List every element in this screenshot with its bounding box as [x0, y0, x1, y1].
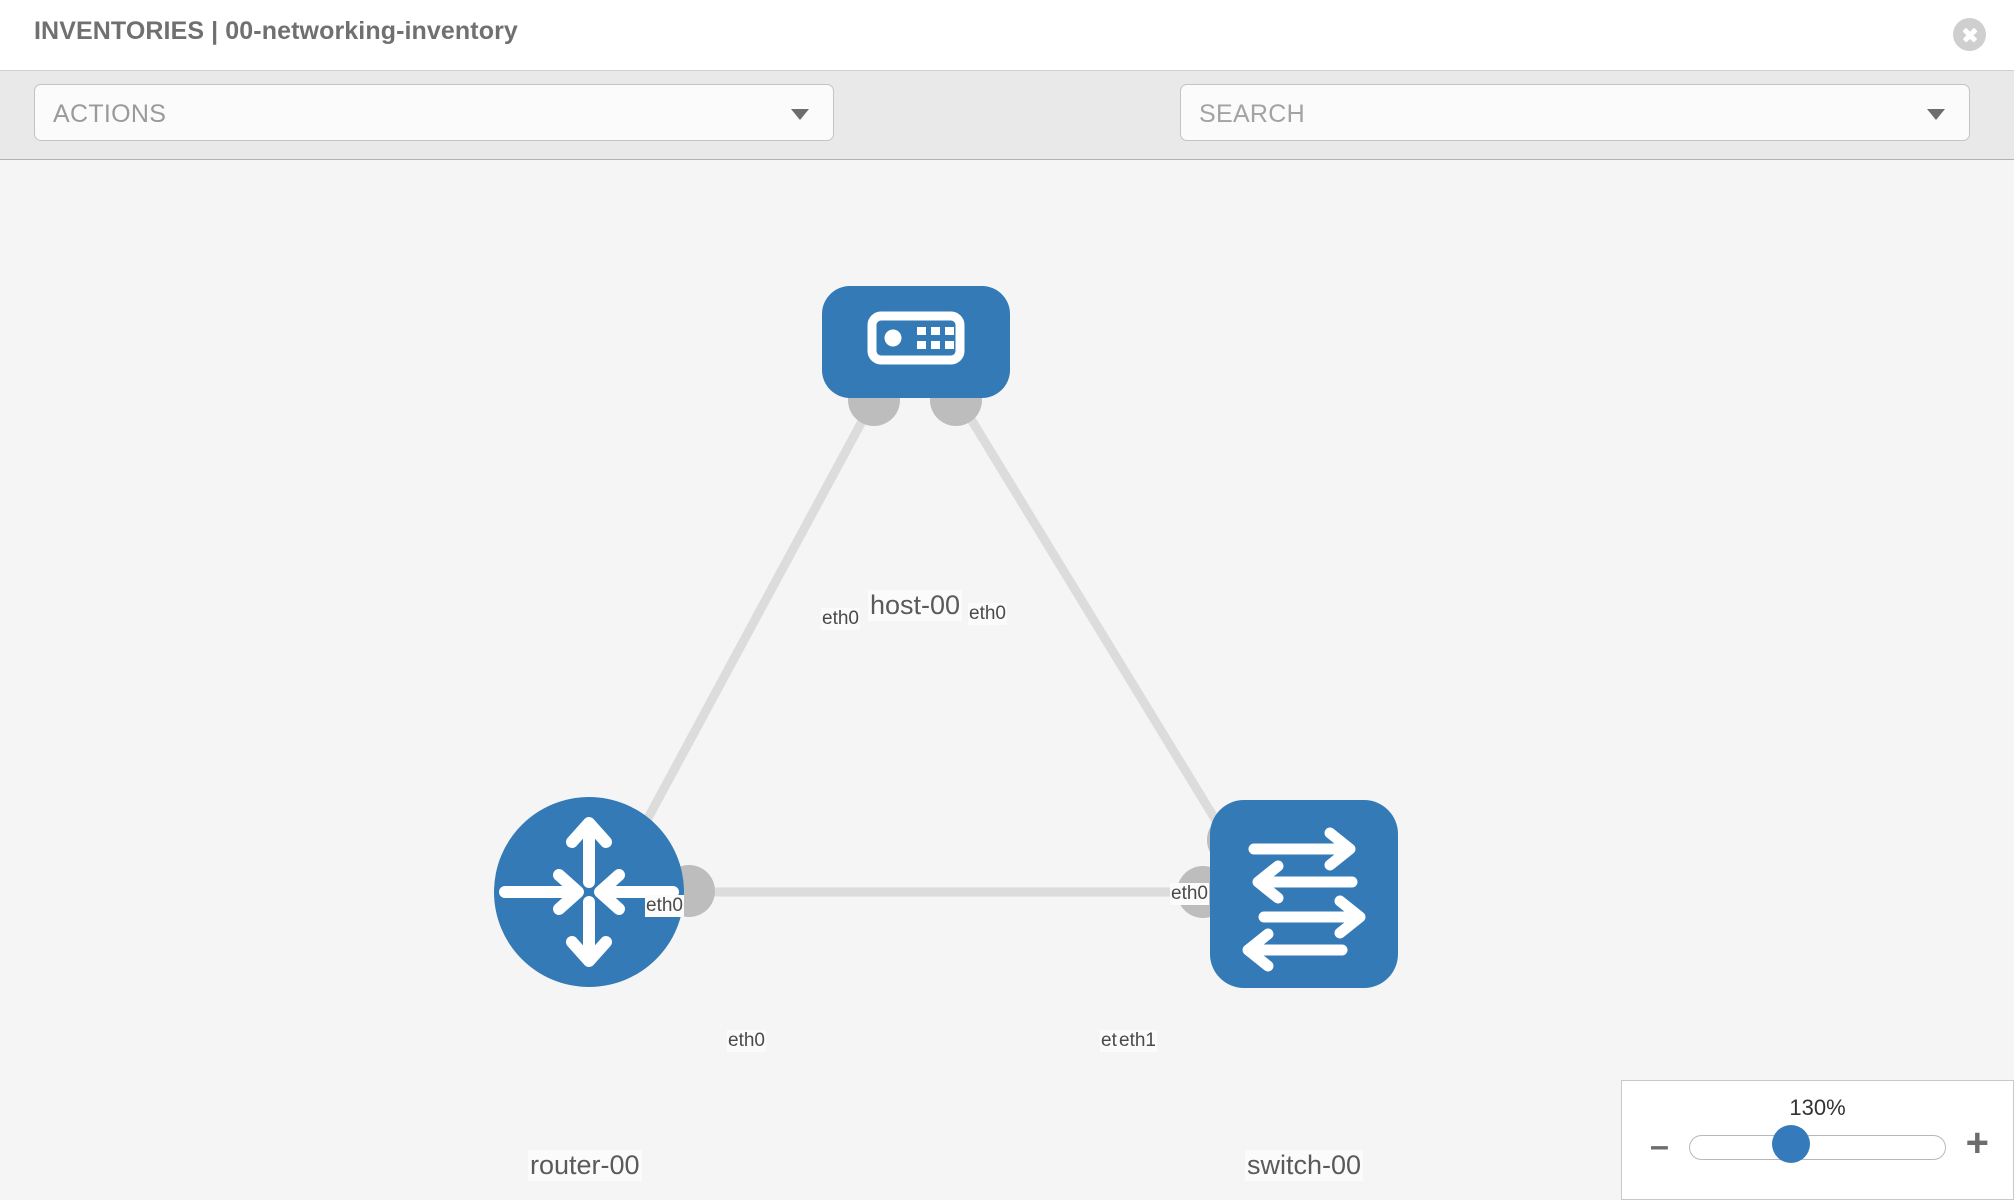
- chevron-down-icon: [791, 108, 809, 120]
- search-placeholder: SEARCH: [1199, 100, 1305, 128]
- search-chevron-down-icon[interactable]: [1927, 108, 1945, 120]
- topology-canvas[interactable]: host-00 router-00 switch-00 eth0 eth0 et…: [0, 160, 2014, 1200]
- search-input[interactable]: SEARCH: [1180, 84, 1970, 141]
- node-host-00: [822, 286, 1010, 398]
- server-icon: [867, 311, 965, 365]
- iface-label-host00-eth0-left: eth0: [821, 608, 860, 630]
- iface-label-switch00-eth1: eth1: [1118, 1030, 1157, 1052]
- node-router-00: [494, 797, 684, 987]
- page-title: INVENTORIES | 00-networking-inventory: [34, 17, 518, 45]
- edge-host00-switch00: [948, 385, 1244, 863]
- zoom-slider-track[interactable]: [1689, 1135, 1946, 1160]
- toolbar: ACTIONS SEARCH: [0, 70, 2014, 205]
- actions-dropdown[interactable]: ACTIONS: [34, 84, 834, 141]
- edge-host00-router00: [616, 385, 884, 873]
- router-arrows-icon: [499, 817, 679, 967]
- zoom-out-button[interactable]: –: [1650, 1127, 1669, 1165]
- node-label-router-00: router-00: [528, 1150, 642, 1181]
- page-header: INVENTORIES | 00-networking-inventory: [0, 0, 2014, 70]
- topology-graph: [494, 286, 1398, 988]
- zoom-control: 130% – +: [1621, 1080, 2014, 1200]
- node-label-switch-00: switch-00: [1245, 1150, 1364, 1181]
- node-label-host-00: host-00: [868, 590, 963, 621]
- iface-label-router00-uplink-eth0: eth0: [645, 895, 684, 917]
- iface-label-switch00-uplink-eth0: eth0: [1170, 883, 1209, 905]
- iface-label-router00-eth0: eth0: [727, 1030, 766, 1052]
- close-icon[interactable]: [1953, 18, 1986, 51]
- actions-dropdown-label: ACTIONS: [53, 100, 167, 128]
- zoom-level-value: 130%: [1789, 1095, 1846, 1120]
- zoom-in-button[interactable]: +: [1965, 1121, 1989, 1165]
- node-switch-00: [1210, 800, 1398, 988]
- zoom-slider-thumb[interactable]: [1772, 1125, 1810, 1163]
- iface-label-host00-eth0-right: eth0: [968, 603, 1007, 625]
- switch-arrows-icon: [1242, 827, 1366, 972]
